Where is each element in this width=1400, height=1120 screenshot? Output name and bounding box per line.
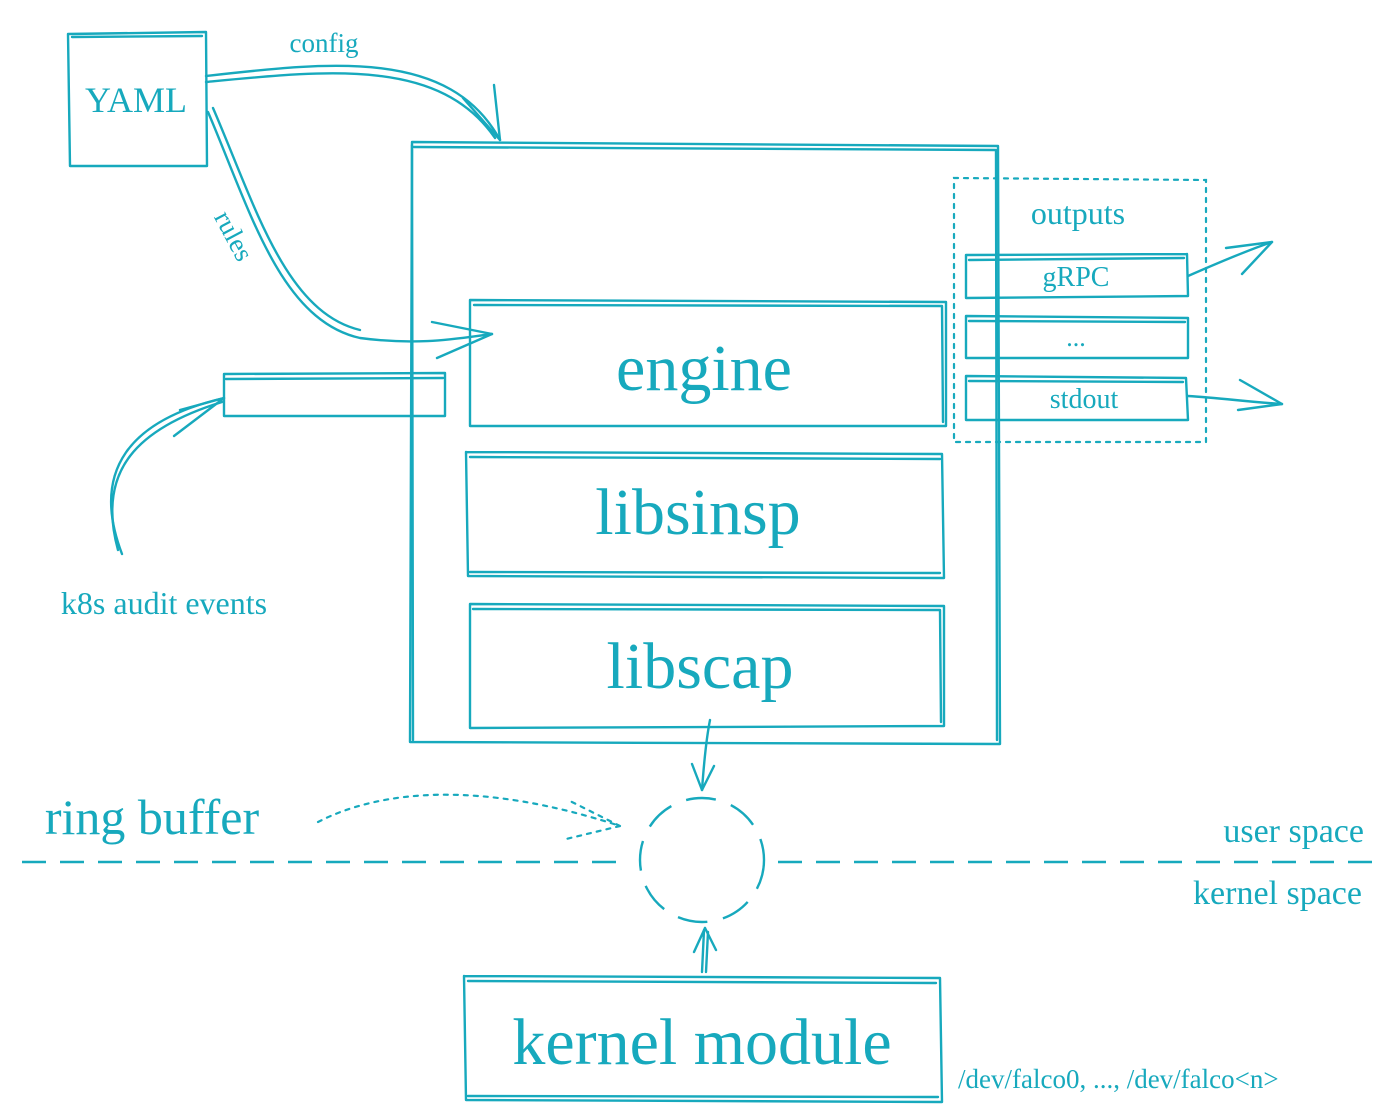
k8s-input-bar: [222, 371, 447, 418]
libscap-label: libscap: [607, 630, 794, 703]
libsinsp-node: libsinsp: [464, 450, 946, 580]
libscap-node: libscap: [468, 602, 946, 730]
ellipsis-label: ...: [1066, 323, 1086, 352]
grpc-out-arrow: [1186, 240, 1274, 278]
ellipsis-output: ...: [964, 314, 1190, 360]
yaml-node: YAML: [66, 30, 209, 168]
kernel-to-ringbuffer-arrow: [692, 926, 718, 974]
stdout-output: stdout: [964, 374, 1190, 422]
ring-buffer-circle: [638, 796, 766, 924]
falco-container: [408, 140, 1002, 746]
outputs-group: outputs: [952, 176, 1208, 444]
k8s-label: k8s audit events: [61, 585, 267, 621]
grpc-label: gRPC: [1043, 262, 1110, 293]
kernel-space-label: kernel space: [1193, 875, 1362, 912]
rules-arrow: [206, 106, 494, 360]
kernel-module-label: kernel module: [512, 1006, 891, 1079]
device-paths-label: /dev/falco0, ..., /dev/falco<n>: [958, 1064, 1279, 1094]
ring-buffer-pointer: [316, 793, 622, 842]
user-space-label: user space: [1223, 813, 1364, 850]
grpc-output: gRPC: [964, 252, 1190, 300]
rules-label: rules: [208, 206, 259, 266]
libsinsp-label: libsinsp: [595, 476, 800, 549]
stdout-label: stdout: [1050, 384, 1119, 415]
ring-buffer-label: ring buffer: [45, 789, 260, 845]
config-arrow: [204, 64, 502, 142]
kernel-module-node: kernel module: [462, 974, 944, 1104]
config-label: config: [290, 28, 359, 58]
yaml-label: YAML: [85, 80, 187, 120]
engine-node: engine: [468, 298, 948, 428]
engine-label: engine: [616, 332, 792, 405]
stdout-out-arrow: [1186, 378, 1284, 412]
libscap-to-ringbuffer-arrow: [690, 718, 716, 792]
outputs-label: outputs: [1031, 195, 1125, 231]
k8s-arrow: [110, 396, 226, 556]
